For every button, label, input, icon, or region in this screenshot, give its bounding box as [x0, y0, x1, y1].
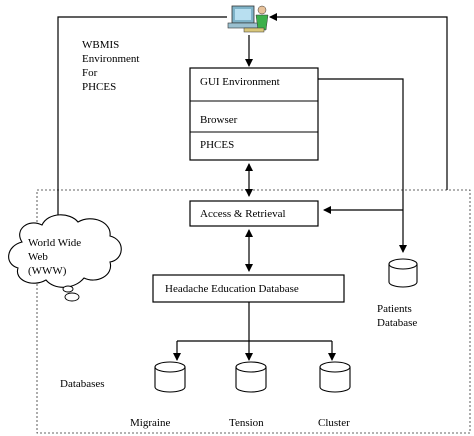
world-wide-web-cloud: World Wide Web (WWW) — [8, 214, 122, 302]
browser-label: Browser — [200, 114, 238, 126]
headache-education-db-box: Headache Education Database — [152, 274, 345, 303]
www-label-line-1: World Wide — [28, 237, 81, 249]
computer-user-icon — [227, 5, 269, 33]
databases-label: Databases — [60, 378, 105, 390]
phces-label: PHCES — [200, 139, 234, 151]
cluster-database-icon — [319, 361, 351, 393]
migraine-label: Migraine — [130, 417, 170, 429]
www-label-line-2: Web — [28, 251, 48, 263]
headache-education-db-label: Headache Education Database — [165, 283, 299, 295]
databases-boundary — [36, 189, 471, 434]
patients-database-icon — [388, 258, 418, 288]
patients-db-label-line-1: Patients — [377, 303, 412, 315]
tension-label: Tension — [229, 417, 264, 429]
environment-label-line-1: WBMIS — [82, 39, 119, 51]
access-retrieval-box: Access & Retrieval — [189, 200, 319, 227]
migraine-database-icon — [154, 361, 186, 393]
client-stack-box: GUI Environment Browser PHCES — [189, 67, 319, 161]
tension-database-icon — [235, 361, 267, 393]
www-label-line-3: (WWW) — [28, 265, 67, 277]
gui-environment-label: GUI Environment — [200, 76, 280, 88]
patients-db-label-line-2: Database — [377, 317, 417, 329]
access-retrieval-label: Access & Retrieval — [200, 208, 286, 220]
environment-label-line-3: For — [82, 67, 98, 79]
cluster-label: Cluster — [318, 417, 350, 429]
environment-label-line-2: Environment — [82, 53, 139, 65]
environment-label-line-4: PHCES — [82, 81, 116, 93]
